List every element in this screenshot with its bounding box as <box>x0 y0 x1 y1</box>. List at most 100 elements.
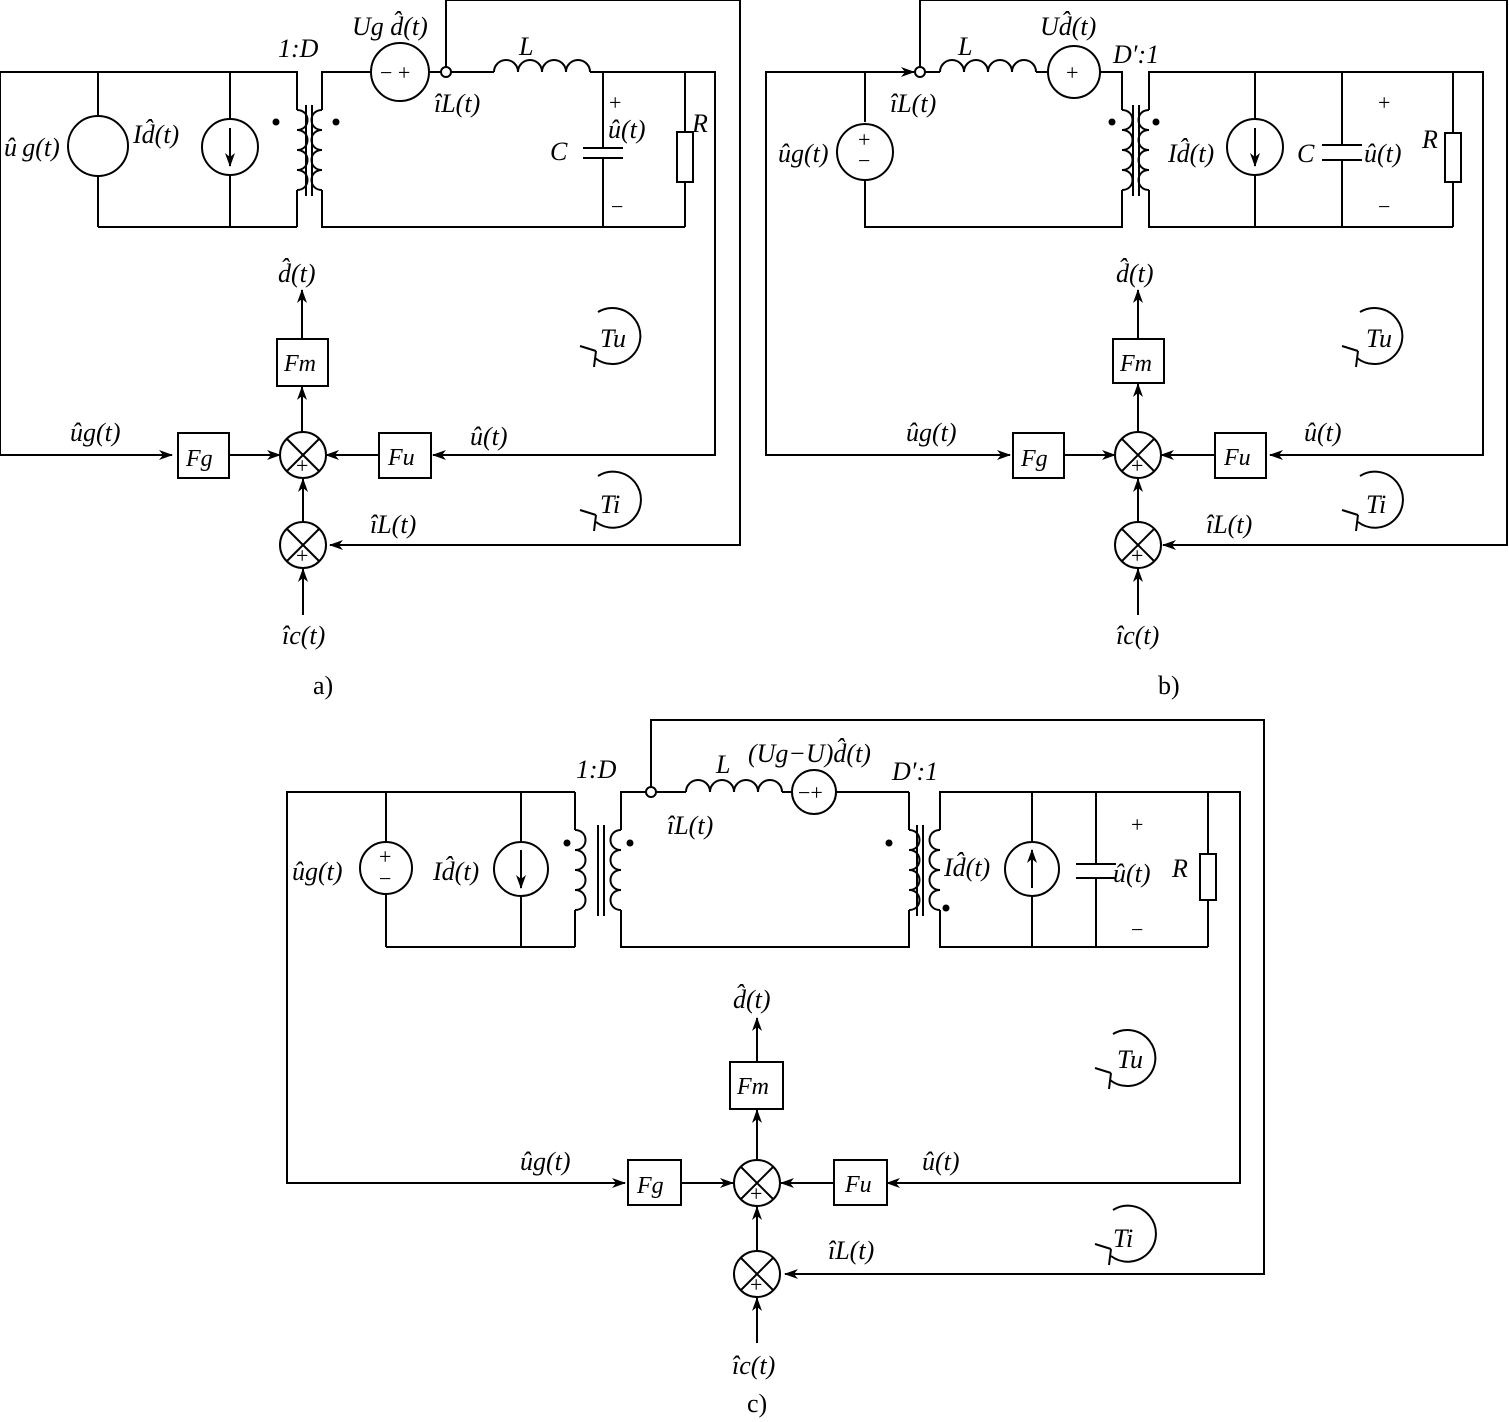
b-label-series-source: Ud̂(t) <box>1040 12 1096 41</box>
b-label-ratio: D′:1 <box>1112 40 1159 69</box>
b-label-resistor: R <box>1421 125 1438 154</box>
c-label-u-input: û(t) <box>922 1147 960 1176</box>
c-u-feedback-wire <box>887 791 1241 1184</box>
c-label-d-output: d̂(t) <box>733 985 771 1014</box>
a-ug-source <box>67 115 129 177</box>
a-label-fg: Fg <box>185 446 213 472</box>
b-label-series-source-signs: + <box>1066 60 1078 85</box>
c-label-ug-plus: + <box>379 844 391 869</box>
c-transformer-left-secondary <box>609 829 622 911</box>
a-label-resistor: R <box>691 109 708 138</box>
a-resistor <box>676 131 694 183</box>
b-transformer-primary <box>1121 109 1134 191</box>
b-label-tu: Tu <box>1366 324 1392 353</box>
c-transformer-right-secondary <box>928 829 941 911</box>
c-label-il-input: îL(t) <box>828 1236 874 1265</box>
a-label-ic-input: îc(t) <box>282 621 325 650</box>
c-label-ug-minus: − <box>379 866 391 891</box>
c-label-plus: + <box>1131 812 1143 837</box>
c-label-series-source-signs: −+ <box>798 780 823 805</box>
c-label-resistor: R <box>1171 854 1188 883</box>
b-ug-source <box>836 123 894 181</box>
a-il-node <box>440 66 452 78</box>
a-label-series-source: Ug d̂(t) <box>352 12 428 41</box>
a-label-plus: + <box>609 90 621 115</box>
c-ti-loop-arrow <box>1110 1204 1157 1263</box>
a-label-source-id: Id̂(t) <box>132 120 179 149</box>
c-label-ratio-left: 1:D <box>576 755 617 784</box>
c-il-feedback-wire <box>650 719 1265 1275</box>
c-label-series-source: (Ug−U)d̂(t) <box>748 739 871 768</box>
a-ti-loop-arrow <box>595 470 642 529</box>
c-label-ug-input: ûg(t) <box>520 1147 571 1176</box>
panel-b <box>765 0 1508 615</box>
c-id-current-source-right <box>1004 841 1060 897</box>
b-label-u: û(t) <box>1364 139 1402 168</box>
b-label-source-ug: ûg(t) <box>778 139 829 168</box>
a-label-d-output: d̂(t) <box>278 259 316 288</box>
c-label-source-id-right: Id̂(t) <box>943 853 990 882</box>
b-label-capacitor: C <box>1297 139 1315 168</box>
a-transformer-secondary <box>310 109 323 191</box>
c-label-source-id-left: Id̂(t) <box>432 857 479 886</box>
a-label-u: û(t) <box>608 115 646 144</box>
b-label-il-input: îL(t) <box>1206 510 1252 539</box>
a-label-source-ug: û g(t) <box>4 133 60 162</box>
b-label-fm: Fm <box>1119 351 1152 377</box>
b-junction-bottom-plus: + <box>1131 543 1143 568</box>
c-tu-loop-arrow <box>1109 1029 1157 1088</box>
c-label-ic-input: îc(t) <box>732 1351 775 1380</box>
a-label-ratio: 1:D <box>278 34 319 63</box>
panel-c <box>286 719 1265 1343</box>
a-label-fm: Fm <box>283 351 316 377</box>
a-inductor <box>493 59 591 73</box>
b-tu-loop-arrow <box>1356 307 1404 366</box>
b-label-ug-minus: − <box>858 148 870 173</box>
a-label-tu: Tu <box>600 324 626 353</box>
b-il-node <box>914 66 926 78</box>
b-caption: b) <box>1158 671 1180 700</box>
b-label-fu: Fu <box>1223 445 1251 471</box>
a-label-u-input: û(t) <box>470 422 508 451</box>
b-capacitor <box>1322 72 1362 227</box>
c-junction-top-plus: + <box>750 1181 762 1206</box>
a-id-current-source <box>201 118 259 176</box>
labels: û g(t) Id̂(t) 1:D Ug d̂(t) − + îL(t) L C… <box>4 12 1438 1418</box>
a-caption: a) <box>313 671 333 700</box>
a-label-ug-input: ûg(t) <box>70 418 121 447</box>
b-transformer-secondary <box>1137 109 1150 191</box>
b-ug-feed-wire <box>765 71 1010 456</box>
b-label-u-input: û(t) <box>1304 418 1342 447</box>
c-label-ratio-right: D′:1 <box>891 757 938 786</box>
b-inductor <box>939 59 1037 73</box>
c-id-current-source-left <box>493 841 549 897</box>
a-junction-bottom-plus: + <box>296 543 308 568</box>
c-label-fu: Fu <box>844 1172 872 1198</box>
b-ti-loop-arrow <box>1357 470 1404 529</box>
b-label-il: îL(t) <box>890 89 936 118</box>
c-label-il: îL(t) <box>667 811 713 840</box>
b-label-source-id: Id̂(t) <box>1167 139 1214 168</box>
c-inductor <box>685 779 783 793</box>
a-label-series-source-signs: − + <box>380 60 410 85</box>
c-caption: c) <box>747 1389 767 1418</box>
a-il-feedback-wire <box>330 0 741 546</box>
b-label-fg: Fg <box>1020 446 1048 472</box>
b-label-plus: + <box>1378 90 1390 115</box>
a-tu-loop-arrow <box>594 307 642 366</box>
b-label-ti: Ti <box>1366 490 1386 519</box>
c-label-tu: Tu <box>1117 1045 1143 1074</box>
c-junction-bottom-plus: + <box>750 1272 762 1297</box>
a-label-il: îL(t) <box>434 89 480 118</box>
a-junction-top-plus: + <box>296 453 308 478</box>
c-label-inductor: L <box>715 750 730 779</box>
b-label-ug-input: ûg(t) <box>906 418 957 447</box>
c-label-fg: Fg <box>636 1173 664 1199</box>
c-il-node <box>645 786 657 798</box>
a-label-ti: Ti <box>600 490 620 519</box>
a-capacitor <box>583 72 623 227</box>
a-label-il-input: îL(t) <box>370 510 416 539</box>
b-il-feedback-wire <box>919 0 1508 546</box>
